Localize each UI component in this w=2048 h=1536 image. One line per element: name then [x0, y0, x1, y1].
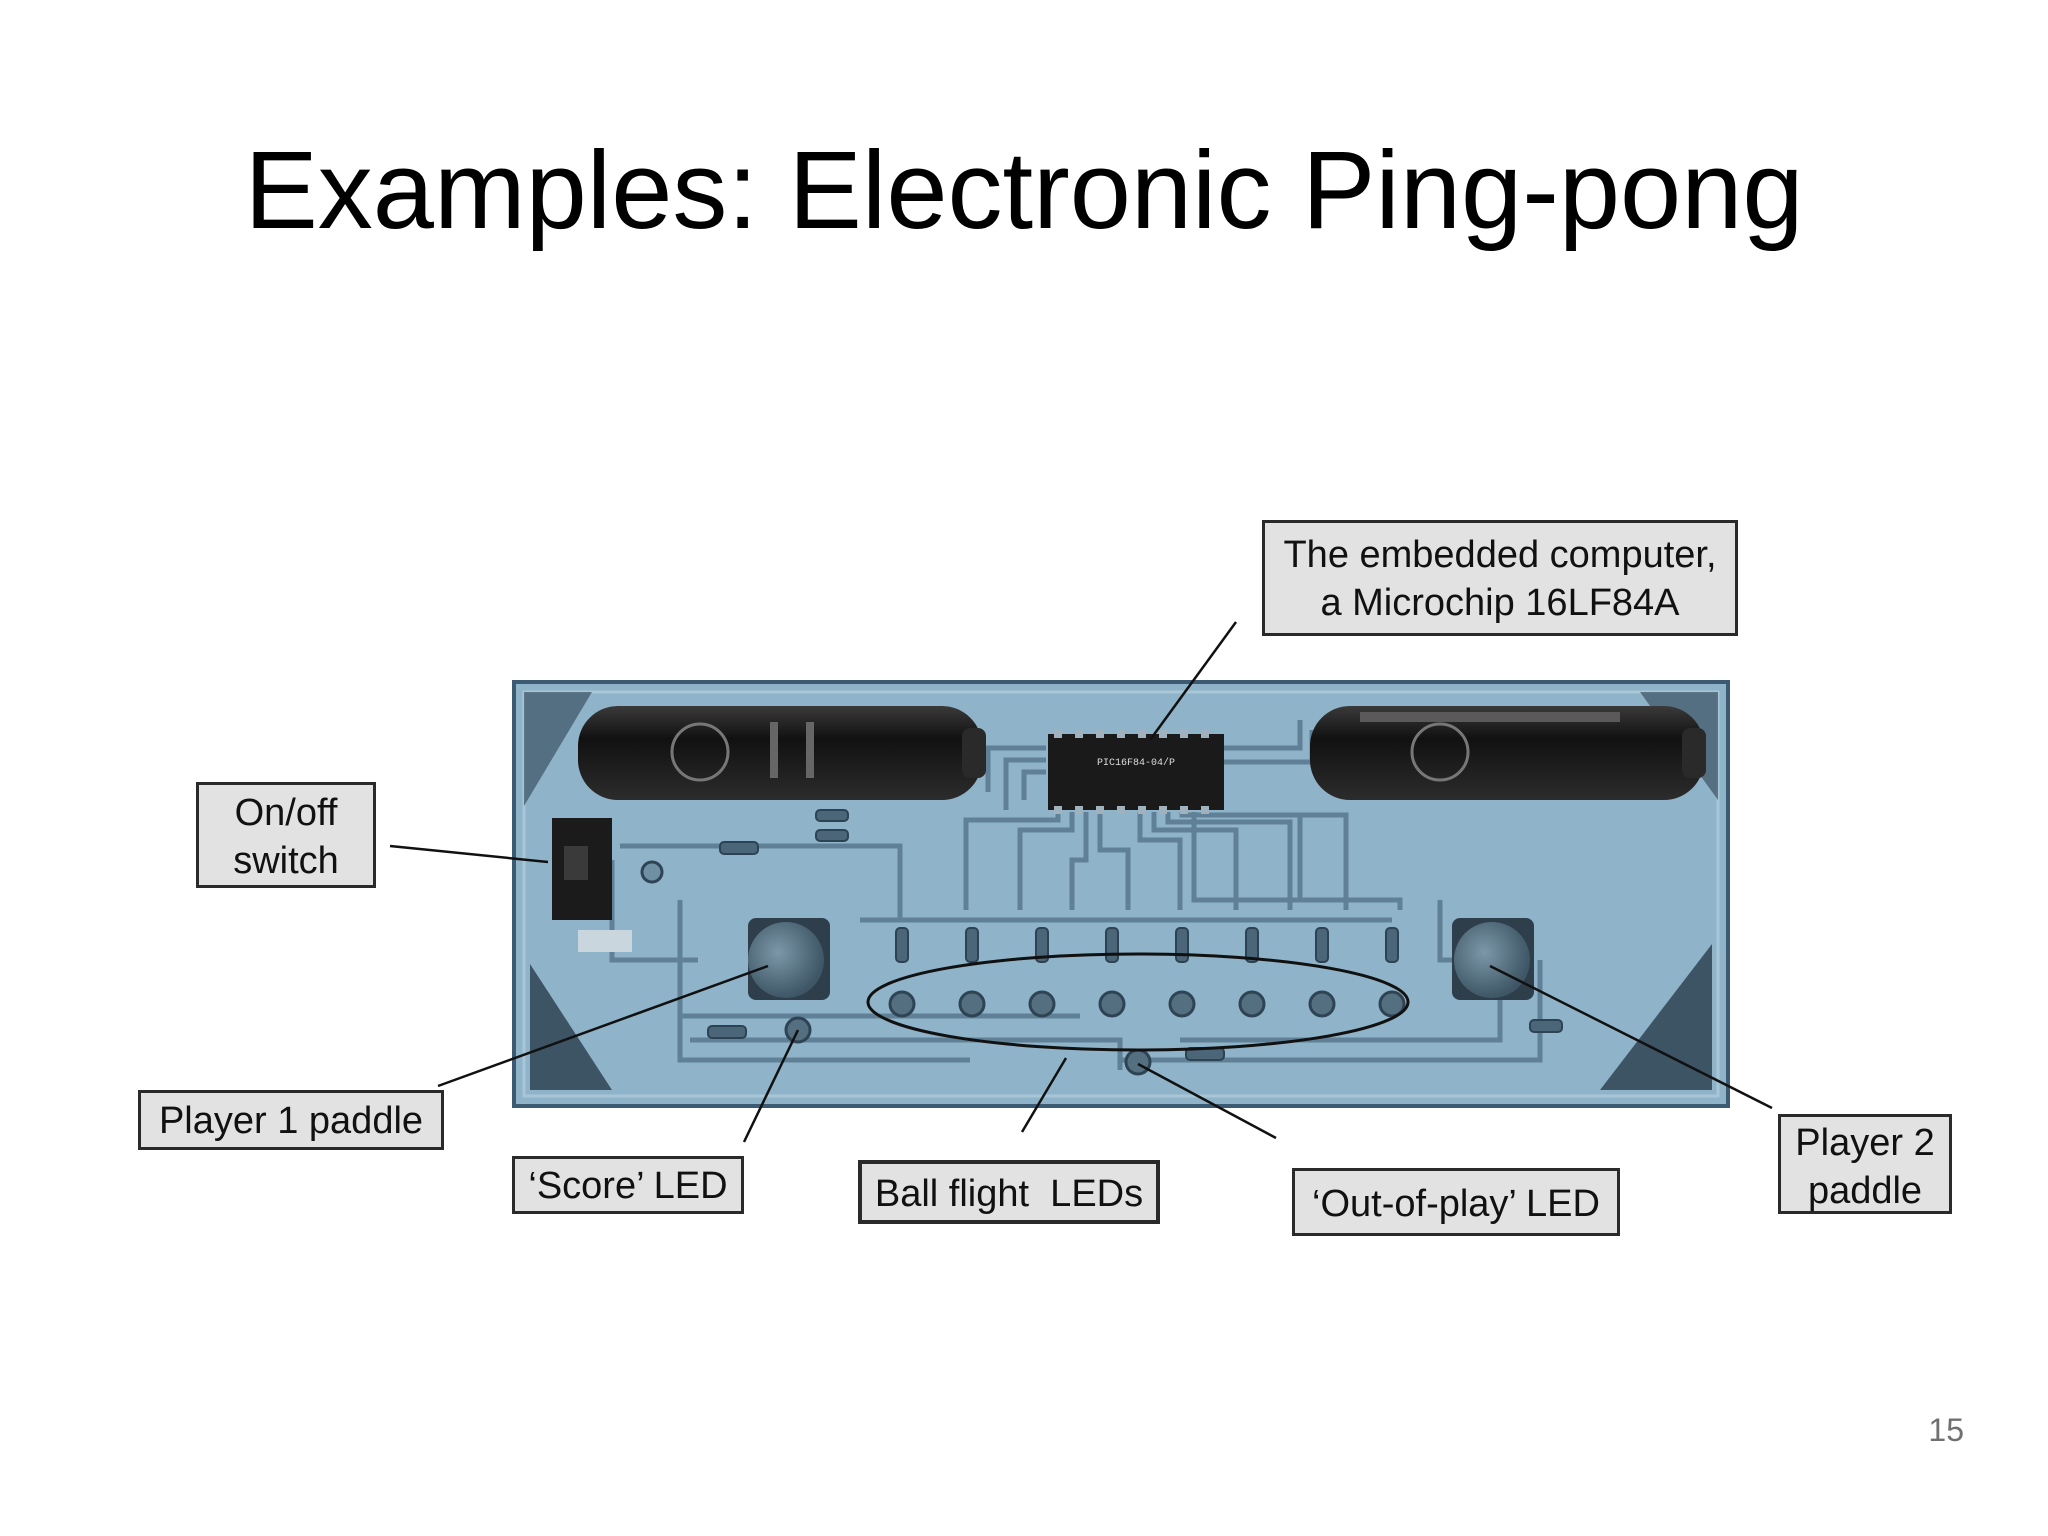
player1-paddle-label-text: Player 1 paddle — [158, 1100, 424, 1142]
embedded-computer-label-line2: a Microchip 16LF84A — [1320, 582, 1680, 624]
ball-flight-led — [1238, 990, 1266, 1018]
on-off-switch-label-line1: On/off — [234, 792, 338, 834]
ball-flight-leds-label: Ball flight LEDs — [858, 1160, 1160, 1224]
player1-paddle-button — [748, 918, 830, 1000]
player2-paddle-label-line2: paddle — [1807, 1170, 1923, 1212]
ball-flight-led — [1378, 990, 1406, 1018]
score-led-label-text: ‘Score’ LED — [528, 1165, 728, 1207]
corner-shadow-bottom-left — [530, 964, 612, 1090]
ball-flight-led — [1168, 990, 1196, 1018]
battery-left — [578, 706, 986, 800]
embedded-computer-label: The embedded computer, a Microchip 16LF8… — [1262, 520, 1738, 636]
ball-flight-leds — [888, 990, 1406, 1018]
ball-flight-led — [888, 990, 916, 1018]
microchip: PIC16F84-04/P — [1048, 730, 1224, 814]
out-of-play-led — [1124, 1048, 1152, 1076]
callout-lines — [389, 621, 1773, 1143]
board-inner-edge — [522, 690, 1720, 1098]
battery-right — [1310, 706, 1706, 800]
on-off-switch-label-line2: switch — [233, 840, 339, 882]
page-number: 15 — [1928, 1412, 1964, 1448]
ball-flight-led — [958, 990, 986, 1018]
embedded-computer-label-line1: The embedded computer, — [1283, 534, 1717, 576]
corner-shadow-top-left — [524, 692, 592, 806]
corner-shadow-bottom-right — [1600, 944, 1712, 1090]
ball-flight-led — [1098, 990, 1126, 1018]
ball-flight-led — [1028, 990, 1056, 1018]
on-off-switch-label: On/off switch — [196, 782, 376, 888]
on-off-switch — [552, 818, 632, 952]
out-of-play-led-label: ‘Out-of-play’ LED — [1292, 1168, 1620, 1236]
out-of-play-led-label-text: ‘Out-of-play’ LED — [1312, 1183, 1600, 1225]
slide-title: Examples: Electronic Ping-pong — [244, 129, 1804, 252]
ball-flight-leds-label-text: Ball flight LEDs — [874, 1173, 1144, 1215]
player1-paddle-label: Player 1 paddle — [138, 1090, 444, 1150]
score-led-label: ‘Score’ LED — [512, 1156, 744, 1214]
resistors — [707, 809, 1563, 1061]
power-led — [640, 860, 664, 884]
ball-flight-led — [1308, 990, 1336, 1018]
player2-paddle-label-line1: Player 2 — [1795, 1122, 1935, 1164]
ball-flight-leds-highlight — [866, 952, 1410, 1052]
player2-paddle-label: Player 2 paddle — [1778, 1114, 1952, 1214]
player2-paddle-button — [1452, 918, 1534, 1000]
chip-marking: PIC16F84-04/P — [1097, 757, 1175, 769]
